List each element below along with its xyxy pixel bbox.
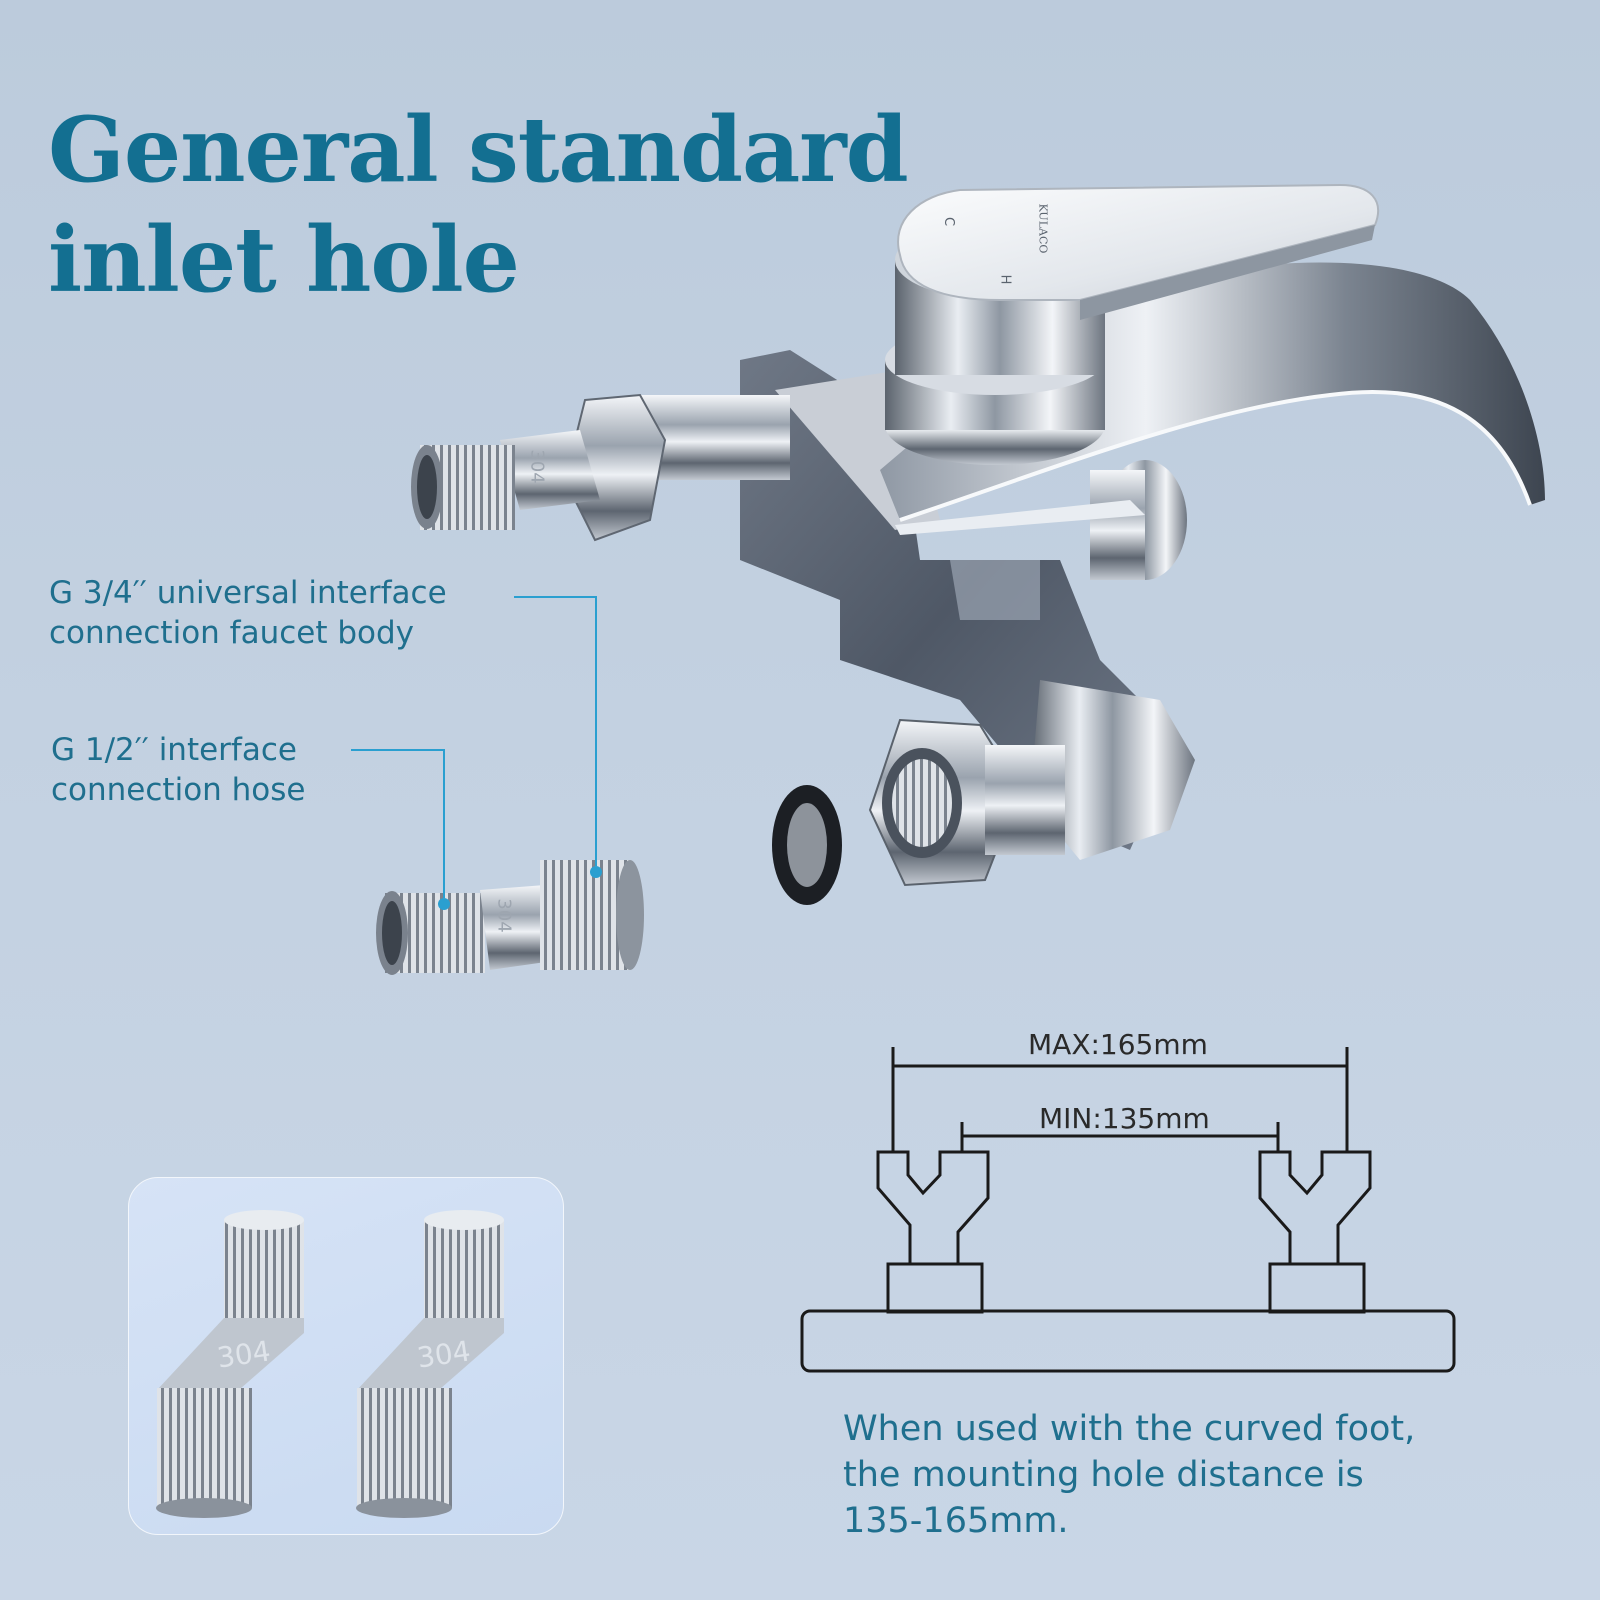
adapter-inset-panel: 304 304	[128, 1177, 564, 1535]
right-inlet-block	[1268, 1262, 1366, 1314]
hose-leader-dot	[438, 898, 450, 910]
left-curved-foot	[876, 1150, 990, 1266]
adapter-right	[356, 1210, 504, 1518]
mounting-distance-note: When used with the curved foot, the moun…	[843, 1406, 1543, 1544]
callout-hose-line-2: connection hose	[51, 772, 306, 808]
adapter-pair-illustration	[156, 1210, 504, 1518]
page-title-line-2: inlet hole	[48, 207, 520, 313]
callout-faucet-body-line-1: G 3/4′′ universal interface	[49, 575, 447, 611]
left-inlet-block	[886, 1262, 984, 1314]
page-title-line-1: General standard	[48, 97, 909, 203]
note-line-1: When used with the curved foot,	[843, 1409, 1416, 1449]
callout-hose: G 1/2′′ interface connection hose	[51, 730, 306, 810]
note-line-3: 135-165mm.	[843, 1501, 1069, 1541]
faucet-body-leader-dot	[590, 866, 602, 878]
page-title: General standard inlet hole	[48, 95, 909, 315]
note-line-2: the mounting hole distance is	[843, 1455, 1364, 1495]
hose-leader-line	[351, 749, 445, 898]
adapter-left	[156, 1210, 304, 1518]
right-curved-foot	[1258, 1150, 1372, 1266]
callout-faucet-body-line-2: connection faucet body	[49, 615, 415, 651]
callout-faucet-body: G 3/4′′ universal interface connection f…	[49, 573, 447, 653]
faucet-body-leader-line	[514, 596, 597, 866]
min-distance-label: MIN:135mm	[1039, 1102, 1210, 1135]
faucet-base-body	[800, 1309, 1456, 1373]
callout-hose-line-1: G 1/2′′ interface	[51, 732, 297, 768]
max-distance-label: MAX:165mm	[1028, 1028, 1208, 1061]
